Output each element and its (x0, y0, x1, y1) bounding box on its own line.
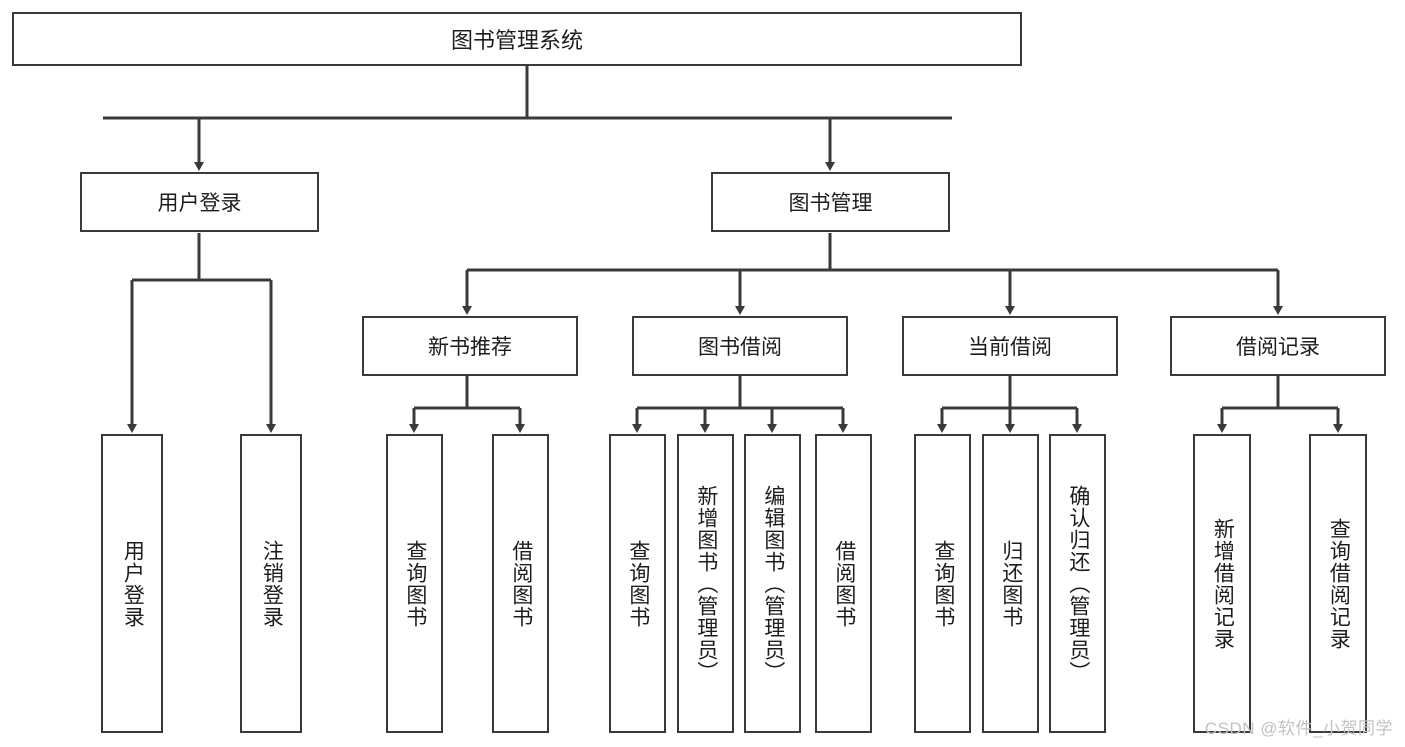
node-leaf-logout[interactable]: 注销登录 (240, 434, 302, 733)
node-current-borrow[interactable]: 当前借阅 (902, 316, 1118, 376)
node-leaf-current-query[interactable]: 查询图书 (914, 434, 971, 733)
node-book-management-label: 图书管理 (788, 192, 873, 215)
node-leaf-user-login-label: 用户登录 (121, 539, 145, 628)
node-leaf-record-add-label: 新增借阅记录 (1211, 517, 1235, 650)
node-leaf-current-query-label: 查询图书 (931, 539, 955, 628)
node-leaf-user-login[interactable]: 用户登录 (101, 434, 163, 733)
node-leaf-current-confirm-return[interactable]: 确认归还（管理员） (1049, 434, 1106, 733)
node-leaf-borrow-edit[interactable]: 编辑图书（管理员） (744, 434, 801, 733)
node-current-borrow-label: 当前借阅 (968, 336, 1052, 359)
node-leaf-newbook-query[interactable]: 查询图书 (386, 434, 443, 733)
node-book-management[interactable]: 图书管理 (711, 172, 950, 232)
node-new-book-recommend-label: 新书推荐 (428, 336, 512, 359)
node-leaf-newbook-borrow-label: 借阅图书 (509, 539, 533, 628)
node-root-label: 图书管理系统 (450, 28, 583, 53)
node-leaf-record-query-label: 查询借阅记录 (1327, 517, 1351, 650)
node-user-login-label: 用户登录 (157, 192, 242, 215)
node-root[interactable]: 图书管理系统 (12, 12, 1022, 66)
node-leaf-current-return-label: 归还图书 (999, 539, 1023, 628)
node-leaf-newbook-query-label: 查询图书 (403, 539, 427, 628)
node-leaf-record-add[interactable]: 新增借阅记录 (1193, 434, 1251, 733)
csdn-watermark: CSDN @软件_小贺同学 (1204, 719, 1393, 738)
node-borrow-record[interactable]: 借阅记录 (1170, 316, 1386, 376)
node-user-login[interactable]: 用户登录 (80, 172, 319, 232)
node-leaf-borrow-query[interactable]: 查询图书 (609, 434, 666, 733)
node-leaf-borrow-add-label: 新增图书（管理员） (694, 484, 718, 683)
node-book-borrow-label: 图书借阅 (698, 336, 782, 359)
node-leaf-borrow-action[interactable]: 借阅图书 (815, 434, 872, 733)
node-leaf-borrow-edit-label: 编辑图书（管理员） (761, 484, 785, 683)
node-leaf-current-return[interactable]: 归还图书 (982, 434, 1039, 733)
node-leaf-logout-label: 注销登录 (260, 539, 284, 628)
node-leaf-borrow-query-label: 查询图书 (626, 539, 650, 628)
node-borrow-record-label: 借阅记录 (1236, 336, 1320, 359)
node-leaf-record-query[interactable]: 查询借阅记录 (1309, 434, 1367, 733)
node-leaf-current-confirm-return-label: 确认归还（管理员） (1066, 484, 1090, 683)
node-new-book-recommend[interactable]: 新书推荐 (362, 316, 578, 376)
node-book-borrow[interactable]: 图书借阅 (632, 316, 848, 376)
node-leaf-borrow-add[interactable]: 新增图书（管理员） (677, 434, 734, 733)
node-leaf-newbook-borrow[interactable]: 借阅图书 (492, 434, 549, 733)
node-leaf-borrow-action-label: 借阅图书 (832, 539, 856, 628)
